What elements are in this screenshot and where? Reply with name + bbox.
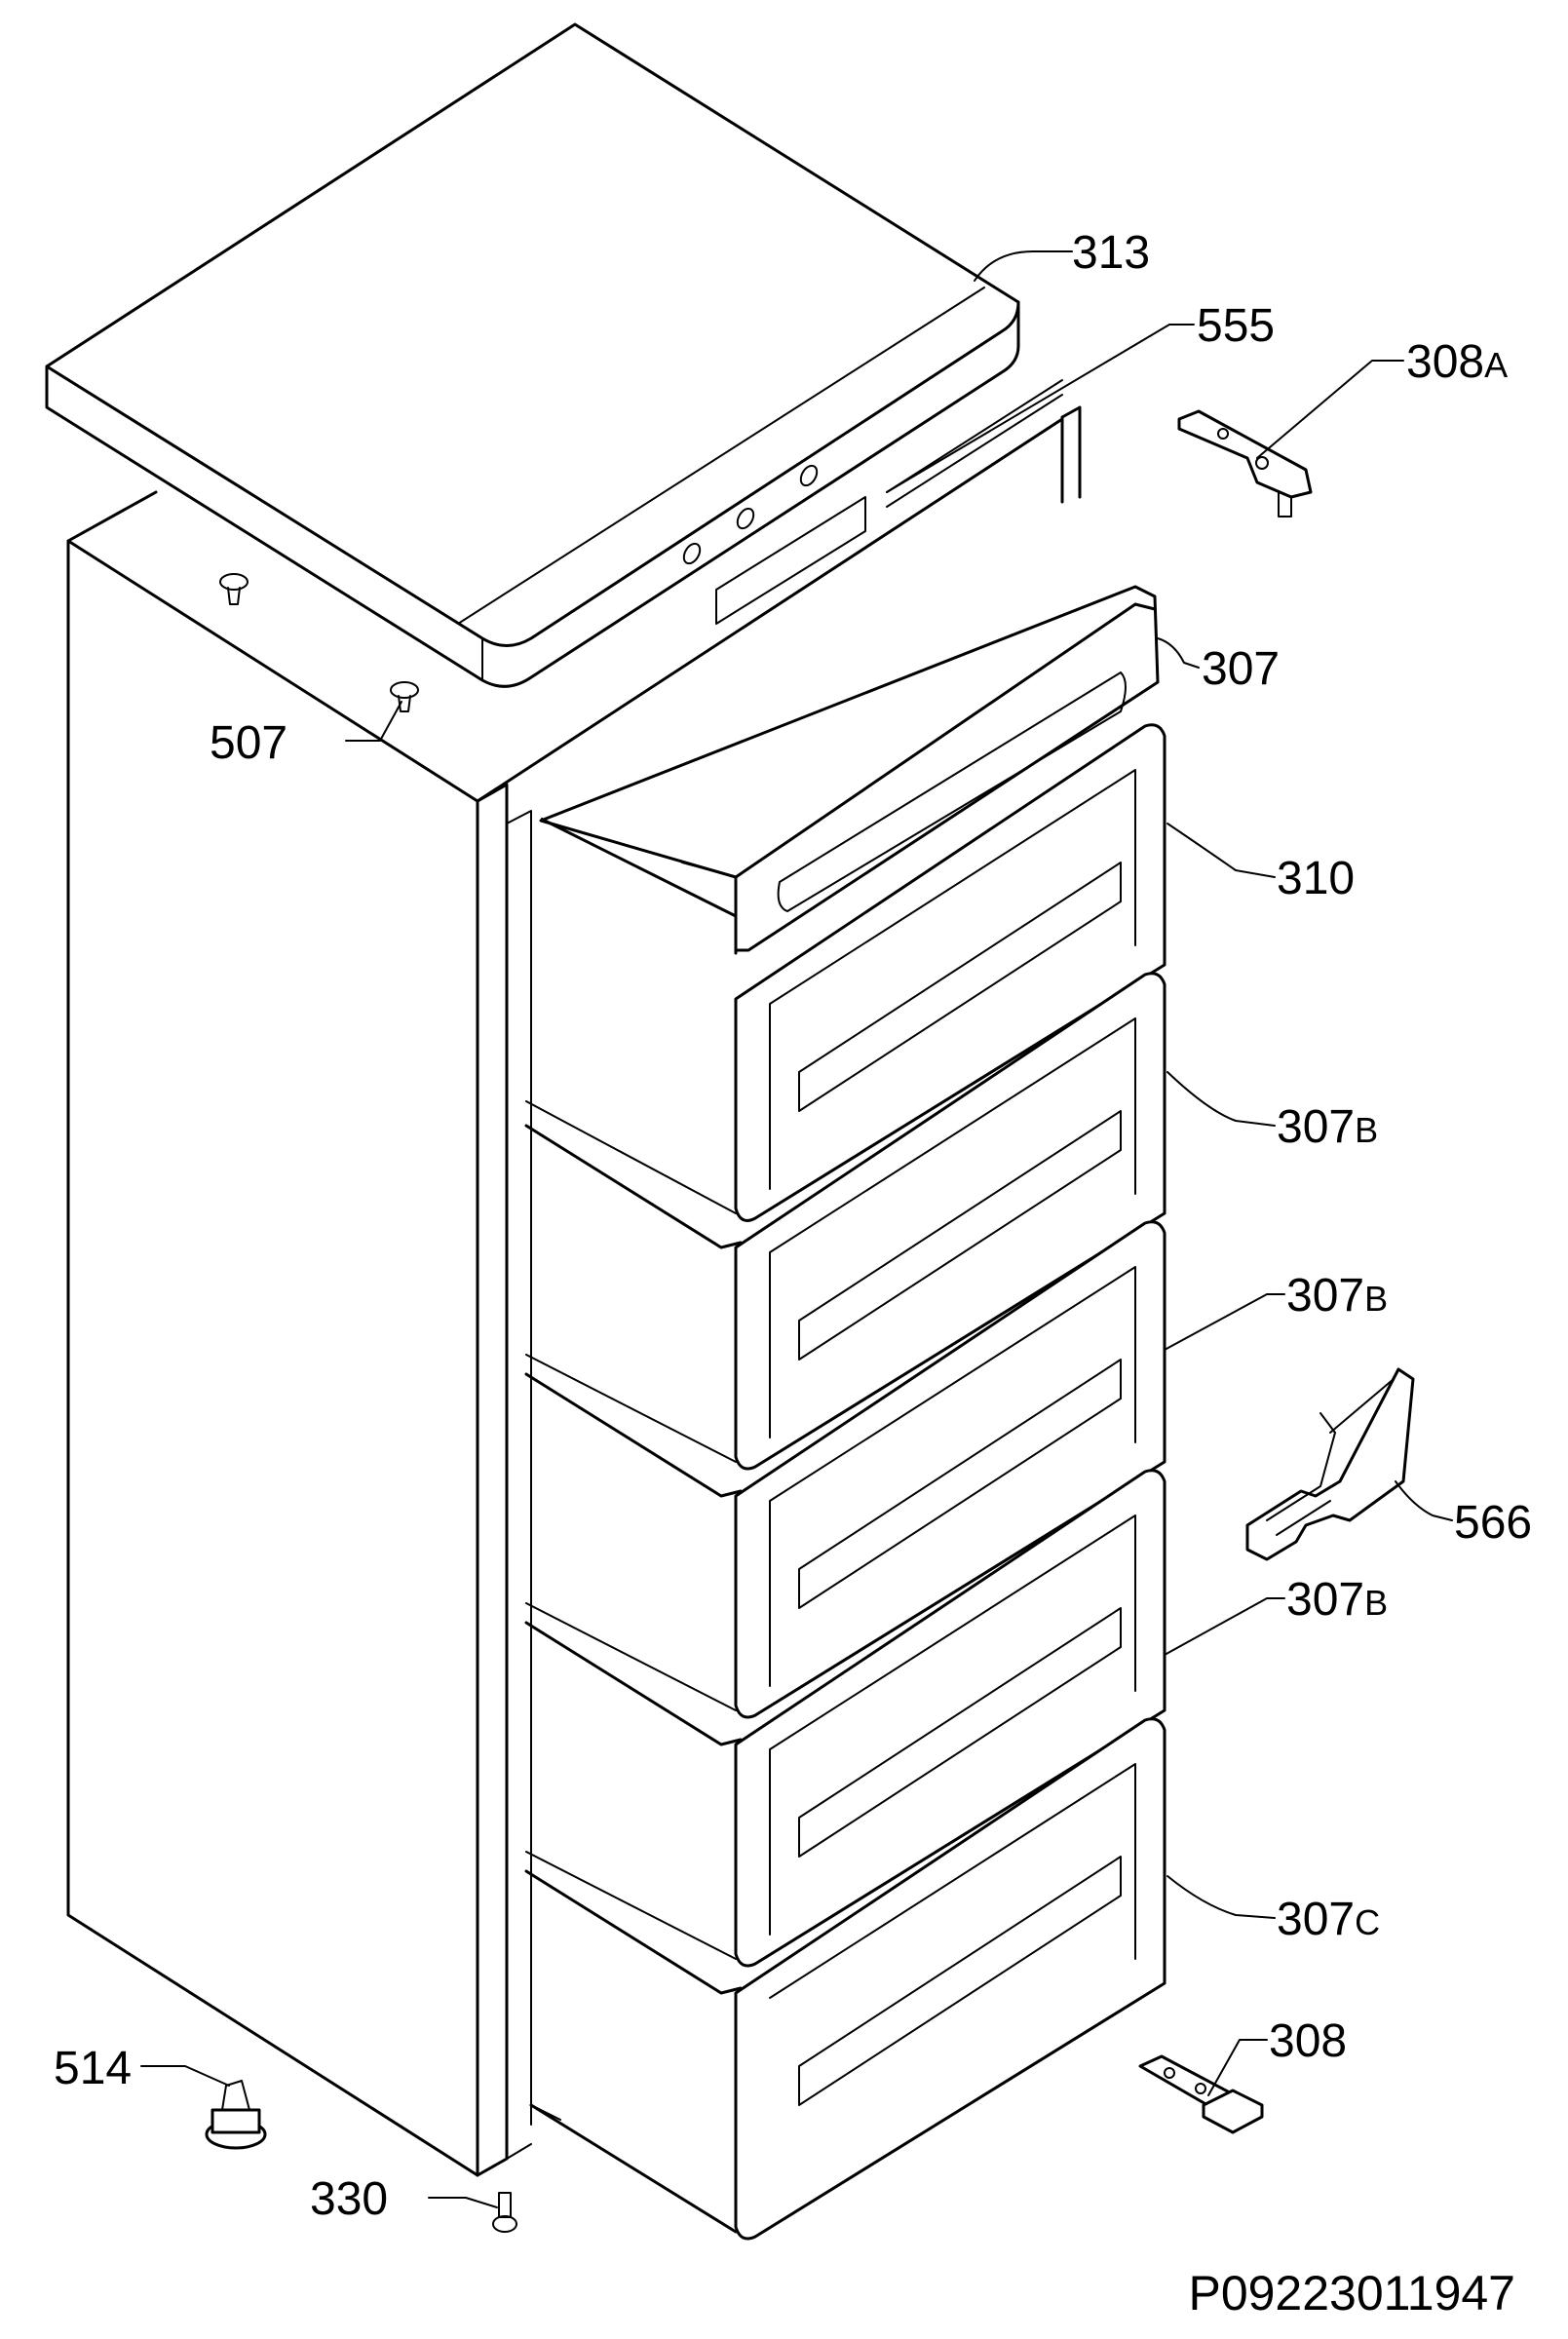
screw-507-upper (219, 573, 249, 605)
label-308a: 308A (1406, 336, 1508, 388)
label-307: 307 (1202, 643, 1280, 695)
drawer-307b-3 (524, 1469, 1166, 1968)
drawer-307c (524, 1717, 1166, 2241)
hinge-308 (1138, 2054, 1264, 2134)
leader-lines (140, 250, 1453, 2208)
drawer-307b-1 (524, 972, 1166, 1471)
flap-307 (539, 585, 1160, 955)
label-307b-2: 307B (1286, 1270, 1388, 1322)
drawer-310 (525, 723, 1166, 1222)
label-313: 313 (1072, 227, 1150, 279)
hinge-308a (1177, 409, 1313, 518)
label-307c: 307C (1277, 1894, 1380, 1945)
label-514: 514 (54, 2043, 132, 2094)
handle-566 (1245, 1367, 1415, 1561)
drawing-code: P09223011947 (1188, 2266, 1515, 2320)
label-507: 507 (210, 717, 287, 769)
label-308: 308 (1269, 2015, 1347, 2067)
label-566: 566 (1454, 1497, 1532, 1549)
label-330: 330 (310, 2173, 388, 2225)
screw-507-lower (390, 681, 419, 712)
label-310: 310 (1277, 853, 1355, 904)
label-307b-1: 307B (1277, 1101, 1378, 1153)
label-555: 555 (1197, 300, 1275, 352)
part-labels: 313 555 308A 307 507 310 307B 307B 566 3… (54, 227, 1532, 2225)
cabinet-body (66, 405, 1082, 2177)
drawer-307b-2 (524, 1220, 1166, 1719)
foot-514 (205, 2080, 267, 2150)
top-panel (45, 22, 1063, 688)
screw-330 (492, 2192, 517, 2233)
label-307b-3: 307B (1286, 1574, 1388, 1626)
